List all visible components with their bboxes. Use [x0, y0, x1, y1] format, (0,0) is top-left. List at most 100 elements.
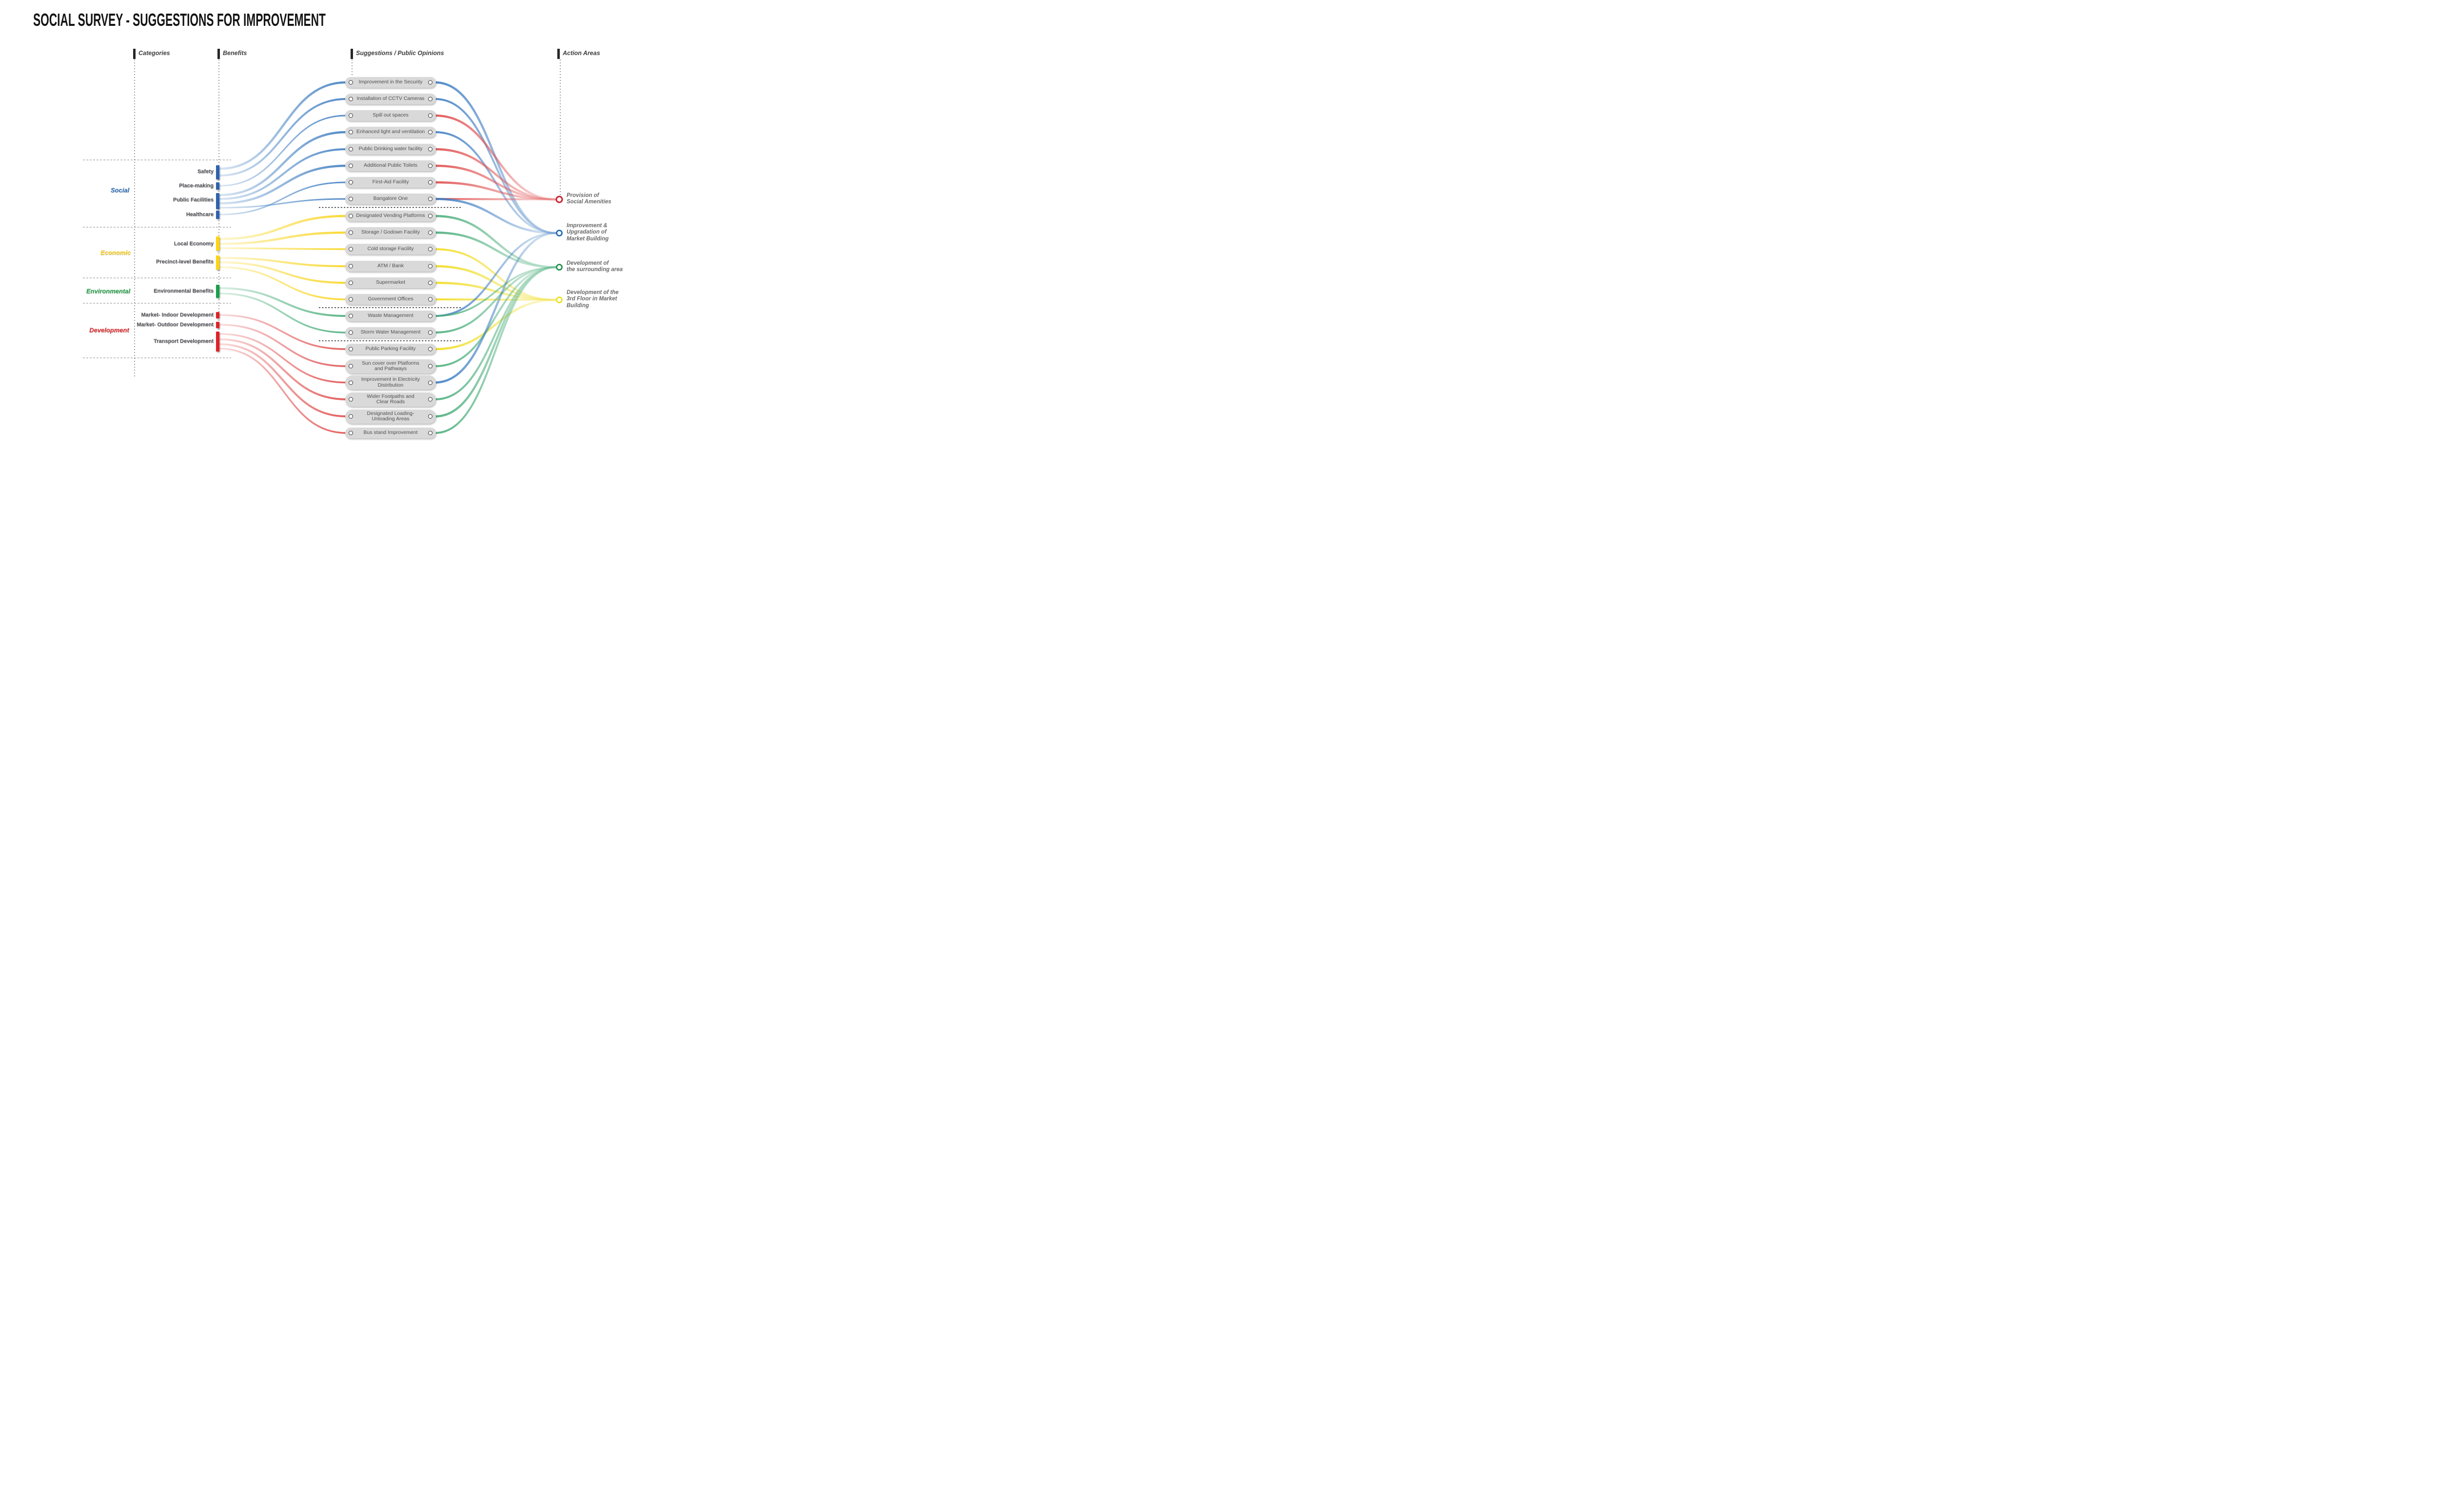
suggestion-pill: ATM / Bank	[345, 261, 436, 272]
action-area-line: Market Building	[567, 236, 609, 242]
action-area-line: Building	[567, 302, 589, 309]
benefit-label: Safety	[197, 169, 214, 175]
link-suggestion-action	[434, 232, 557, 317]
action-area-line: Upgradation of	[567, 229, 607, 236]
link-benefit-suggestion	[218, 231, 348, 245]
link-suggestion-action	[433, 298, 558, 351]
pill-right-ring-icon	[428, 264, 433, 269]
suggestion-label: Bangalore One	[365, 196, 417, 202]
suggestion-label-line: Installation of CCTV Cameras	[356, 96, 425, 102]
suggestion-label: Supermarket	[367, 280, 414, 286]
link-benefit-suggestion	[219, 266, 347, 300]
pill-right-ring-icon	[428, 147, 433, 152]
suggestion-label-line: Bus stand Improvement	[363, 430, 418, 436]
pill-left-ring-icon	[349, 97, 353, 101]
action-ring-icon	[556, 264, 563, 271]
suggestion-label: Cold storage Facility	[358, 246, 422, 252]
category-label-development: Development	[89, 326, 129, 334]
pill-right-ring-icon	[428, 214, 433, 218]
column-header-label: Benefits	[223, 50, 247, 57]
benefit-bar	[216, 193, 219, 209]
suggestion-label-line: Improvement in the Security	[358, 79, 423, 85]
benefit-label: Public Facilities	[173, 197, 214, 203]
suggestion-label-line: Unloading Areas	[372, 416, 410, 422]
link-benefit-suggestion	[218, 81, 348, 170]
pill-right-ring-icon	[428, 80, 433, 85]
link-suggestion-action	[433, 232, 558, 384]
benefit-bar	[216, 322, 219, 328]
suggestion-label: Bus stand Improvement	[355, 430, 427, 436]
pill-left-ring-icon	[349, 80, 353, 85]
link-suggestion-action	[434, 266, 557, 334]
pill-right-ring-icon	[428, 314, 433, 318]
link-benefit-suggestion	[219, 287, 347, 317]
column-header-categories: Categories	[133, 49, 170, 59]
suggestion-pill: Designated Vending Platforms	[345, 211, 436, 221]
benefit-bar	[216, 236, 219, 251]
benefit-label: Healthcare	[186, 212, 214, 217]
suggestion-label-line: Waste Management	[368, 313, 413, 319]
suggestion-label-line: Supermarket	[375, 279, 406, 286]
link-benefit-suggestion	[219, 314, 347, 350]
suggestion-pill: Cold storage Facility	[345, 244, 436, 255]
link-suggestion-action	[433, 114, 558, 201]
pill-right-ring-icon	[428, 280, 433, 285]
link-benefit-suggestion	[219, 257, 347, 267]
action-area-line: 3rd Floor in Market	[567, 296, 617, 302]
benefit-bar	[216, 211, 219, 219]
suggestion-label: Government Offices	[359, 296, 422, 302]
suggestion-label-line: First-Aid Facility	[372, 179, 409, 185]
link-benefit-suggestion	[219, 98, 347, 177]
column-header-label: Action Areas	[563, 50, 600, 57]
suggestion-pill: Additional Public Toilets	[345, 160, 436, 171]
pill-left-ring-icon	[349, 214, 353, 218]
suggestion-label-line: Public Drinking water facility	[358, 146, 423, 152]
action-ring-icon	[556, 230, 563, 236]
suggestion-label: ATM / Bank	[369, 263, 413, 269]
social-survey-diagram: SOCIAL SURVEY - SUGGESTIONS FOR IMPROVEM…	[0, 0, 765, 457]
pill-left-ring-icon	[349, 414, 353, 419]
pill-left-ring-icon	[349, 314, 353, 318]
suggestion-pill: Public Parking Facility	[345, 344, 436, 354]
link-benefit-suggestion	[219, 293, 347, 334]
pill-left-ring-icon	[349, 364, 353, 369]
benefit-label: Market- Indoor Development	[141, 312, 214, 318]
pill-left-ring-icon	[349, 397, 353, 402]
column-header-suggestions: Suggestions / Public Opinions	[351, 49, 444, 59]
link-layer	[83, 59, 563, 434]
pill-right-ring-icon	[428, 97, 433, 101]
suggestion-label: Additional Public Toilets	[355, 163, 426, 169]
suggestion-pill: Bangalore One	[345, 194, 436, 204]
pill-right-ring-icon	[428, 414, 433, 419]
category-label-environmental: Environmental	[86, 287, 131, 295]
link-benefit-suggestion	[219, 338, 347, 400]
pill-right-ring-icon	[428, 247, 433, 252]
suggestion-label-line: Designated Vending Platforms	[356, 213, 425, 219]
suggestion-label-line: Government Offices	[368, 296, 413, 302]
pill-left-ring-icon	[349, 347, 353, 352]
suggestion-pill: First-Aid Facility	[345, 177, 436, 188]
suggestion-pill: Bus stand Improvement	[345, 428, 436, 438]
pill-right-ring-icon	[428, 364, 433, 369]
suggestion-pill: Spill out spaces	[345, 110, 436, 121]
link-suggestion-action	[434, 98, 557, 234]
suggestion-label: First-Aid Facility	[364, 179, 418, 185]
link-benefit-suggestion	[219, 261, 347, 284]
action-area-line: the surrounding area	[567, 267, 623, 273]
benefit-label: Local Economy	[174, 241, 214, 247]
suggestion-label: Spill out spaces	[364, 113, 417, 118]
benefit-label: Transport Development	[154, 338, 214, 344]
suggestion-label-line: Wider Footpaths and	[367, 393, 414, 399]
pill-left-ring-icon	[349, 130, 353, 135]
suggestion-label: Public Drinking water facility	[350, 146, 432, 152]
link-benefit-suggestion	[219, 333, 347, 384]
link-suggestion-action	[434, 266, 557, 400]
pill-right-ring-icon	[428, 130, 433, 135]
suggestion-label-line: Designated Loading-	[367, 410, 414, 416]
suggestion-pill: Waste Management	[345, 311, 436, 321]
